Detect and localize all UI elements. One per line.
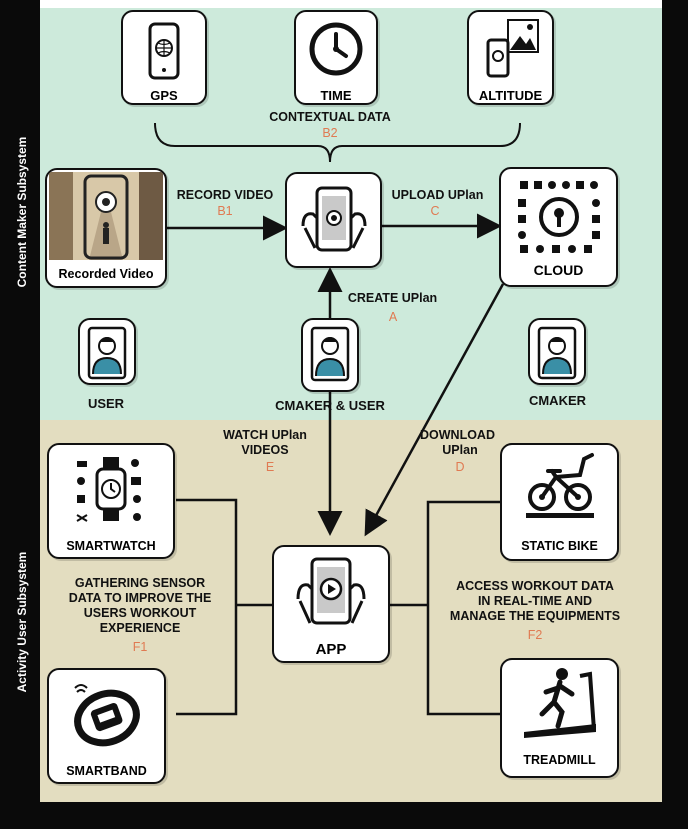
altitude-phone-icon — [486, 19, 539, 78]
access-label-1: ACCESS WORKOUT DATA — [456, 579, 614, 593]
create-uplan-code: A — [388, 310, 398, 324]
left-band — [0, 0, 40, 829]
sensor-label-3: USERS WORKOUT — [83, 606, 197, 620]
record-video-label: RECORD VIDEO — [176, 188, 274, 202]
sensor-label-2: DATA TO IMPROVE THE — [68, 591, 212, 605]
smartband-label: SMARTBAND — [66, 764, 147, 778]
gps-label: GPS — [150, 88, 178, 103]
download-arrow — [364, 283, 505, 537]
sensor-code: F1 — [132, 640, 148, 654]
cmaker-node — [528, 318, 586, 385]
treadmill-label: TREADMILL — [523, 753, 596, 767]
cloud-network-icon — [517, 181, 600, 253]
cmaker-user-avatar-icon — [310, 326, 350, 382]
watch-videos-code: E — [265, 460, 275, 474]
upload-uplan-code: C — [430, 204, 440, 218]
bottom-band — [0, 802, 688, 829]
app-node: APP — [272, 545, 390, 663]
recorded-video-node: Recorded Video — [45, 168, 167, 288]
access-code: F2 — [527, 628, 543, 642]
smartband-node: SMARTBAND — [47, 668, 166, 784]
access-label-3: MANAGE THE EQUIPMENTS — [449, 609, 621, 623]
user-label: USER — [87, 396, 125, 411]
time-node: TIME — [294, 10, 378, 105]
upload-uplan-label: UPLOAD UPlan — [391, 188, 484, 202]
cmaker-label: CMAKER — [528, 393, 587, 408]
gps-phone-icon — [148, 22, 180, 80]
download-label-2: UPlan — [442, 443, 478, 457]
recorded-video-label: Recorded Video — [58, 267, 154, 281]
cmaker-avatar-icon — [537, 326, 577, 380]
clock-icon — [309, 22, 363, 76]
altitude-node: ALTITUDE — [467, 10, 554, 105]
static-bike-label: STATIC BIKE — [521, 539, 598, 553]
cmaker-user-node — [301, 318, 359, 392]
user-avatar-icon — [87, 326, 127, 380]
treadmill-icon — [523, 668, 596, 738]
download-code: D — [455, 460, 465, 474]
access-label-2: IN REAL-TIME AND — [477, 594, 593, 608]
user-node — [78, 318, 136, 385]
contextual-brace — [154, 122, 521, 163]
smartwatch-icon — [76, 457, 141, 522]
watch-videos-label-1: WATCH UPlan — [223, 428, 307, 442]
gps-node: GPS — [121, 10, 207, 105]
download-label-1: DOWNLOAD — [420, 428, 495, 442]
contextual-data-code: B2 — [322, 126, 338, 140]
recording-phone-icon-center — [301, 186, 366, 252]
static-bike-node: STATIC BIKE — [500, 443, 619, 561]
cloud-label: CLOUD — [533, 262, 584, 278]
app-label: APP — [315, 641, 347, 658]
contextual-data-label: CONTEXTUAL DATA — [269, 110, 391, 124]
sensor-label-1: GATHERING SENSOR — [74, 576, 206, 590]
smartband-icon — [73, 684, 140, 747]
sensor-bracket — [176, 498, 272, 716]
watch-videos-label-2: VIDEOS — [241, 443, 289, 457]
altitude-label: ALTITUDE — [478, 88, 543, 103]
smartwatch-label: SMARTWATCH — [66, 539, 156, 553]
smartwatch-node: SMARTWATCH — [47, 443, 175, 559]
recording-device-node — [285, 172, 382, 268]
treadmill-node: TREADMILL — [500, 658, 619, 778]
sensor-label-4: EXPERIENCE — [99, 621, 181, 635]
recording-phone-icon — [49, 172, 163, 260]
static-bike-icon — [525, 453, 594, 518]
create-uplan-label: CREATE UPlan — [347, 291, 438, 305]
equipment-bracket — [390, 500, 500, 716]
right-band — [662, 0, 688, 829]
cmaker-user-label: CMAKER & USER — [275, 398, 385, 413]
app-phone-icon — [296, 557, 366, 625]
cloud-node: CLOUD — [499, 167, 618, 287]
time-label: TIME — [320, 88, 352, 103]
record-video-code: B1 — [217, 204, 233, 218]
